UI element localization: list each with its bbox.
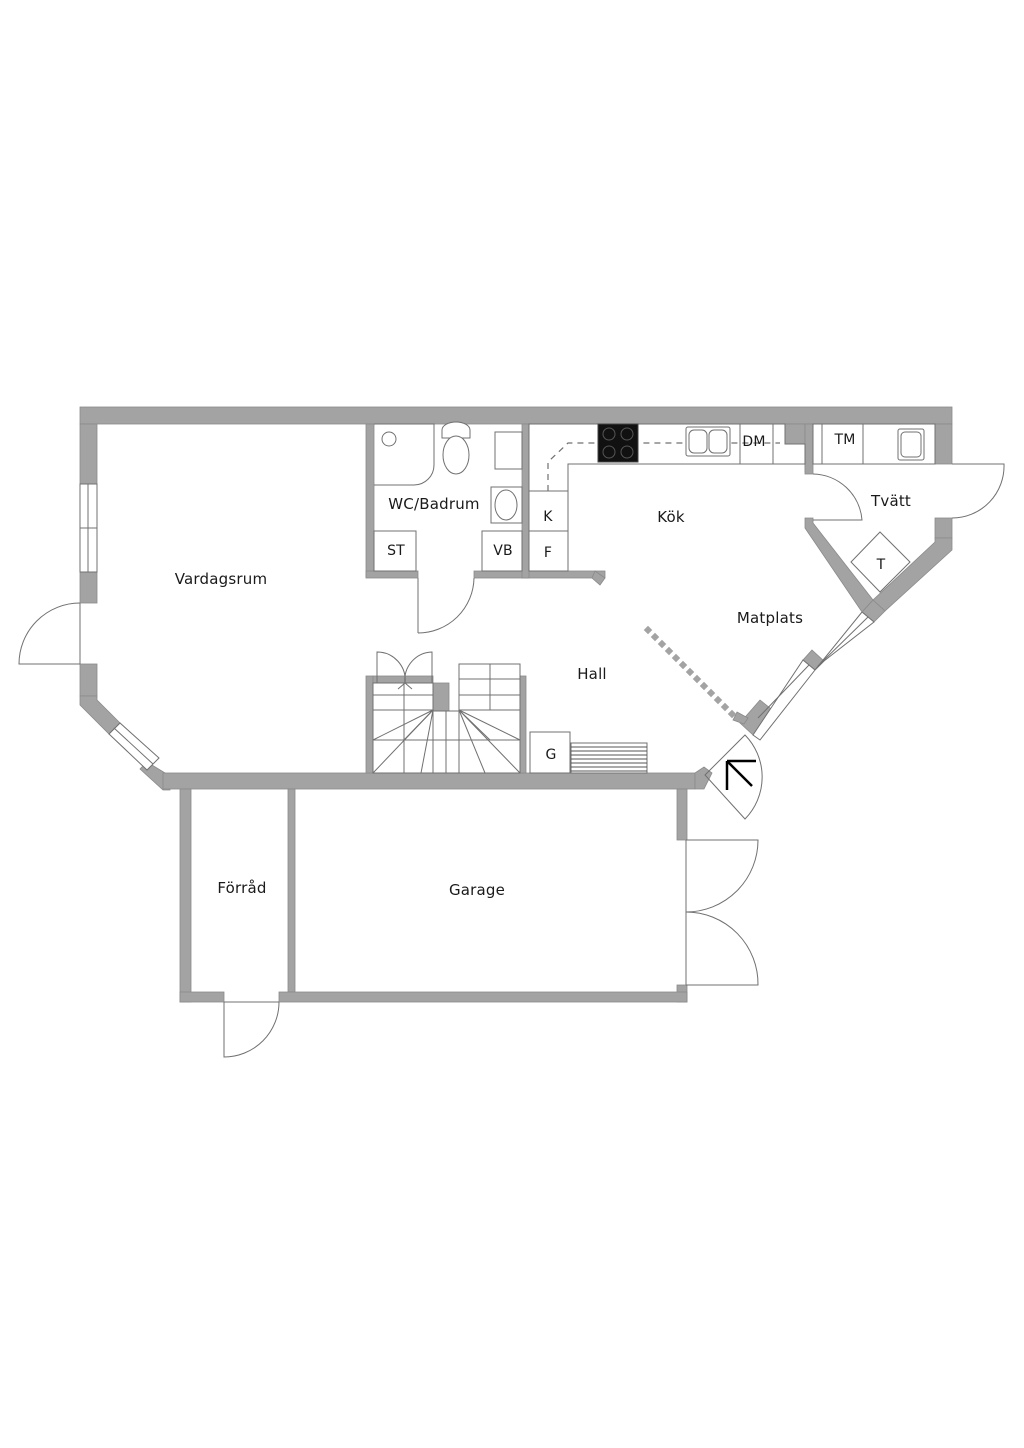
kitchen-fixtures [528, 423, 806, 572]
stairs [372, 663, 521, 774]
fixture-label-tm: TM [834, 432, 856, 448]
hall-fixtures [529, 731, 648, 774]
sink-icon [490, 486, 523, 524]
doors [18, 463, 1005, 1058]
room-label-tvatt: Tvätt [871, 492, 911, 510]
fixture-label-t: T [876, 557, 886, 573]
laundry-fixtures [812, 423, 936, 593]
room-label-matplats: Matplats [736, 609, 804, 627]
wc-fixtures [373, 421, 523, 572]
toilet-icon [441, 421, 471, 475]
outer-walls [79, 406, 953, 791]
entrance-arrow-icon [725, 759, 756, 790]
partition-dotted [643, 625, 737, 719]
room-label-kok: Kök [657, 508, 685, 526]
fixture-label-vb: VB [493, 543, 513, 559]
room-label-wc-badrum: WC/Badrum [388, 495, 480, 513]
room-label-forrad: Förråd [217, 879, 267, 897]
fixture-label-st: ST [387, 543, 405, 559]
garage-walls [179, 788, 688, 1003]
fixture-label-f: F [543, 545, 553, 561]
fixture-label-k: K [543, 509, 553, 525]
room-label-garage: Garage [448, 881, 506, 899]
fixture-label-dm: DM [742, 434, 766, 450]
shower-icon [381, 431, 397, 447]
kitchen-sink-icon [685, 426, 731, 457]
room-label-hall: Hall [577, 665, 607, 683]
windows [79, 483, 875, 771]
fixture-label-g: G [545, 747, 557, 763]
room-label-vardagsrum: Vardagsrum [174, 570, 268, 588]
utility-sink-icon [897, 428, 925, 461]
stove-icon [597, 423, 639, 463]
